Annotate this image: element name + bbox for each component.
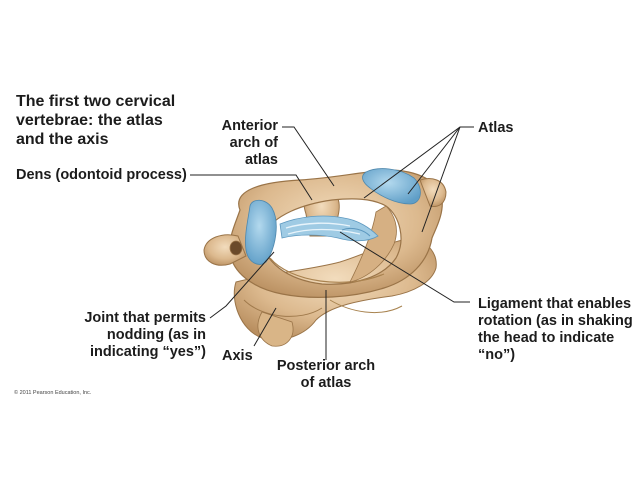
transverse-ligament [279, 215, 379, 242]
ligament-label: Ligament that enables rotation (as in sh… [478, 296, 633, 363]
joint-nodding-leader [209, 251, 275, 319]
copyright-text: © 2011 Pearson Education, Inc. [14, 390, 92, 396]
ligament-leader [339, 231, 470, 303]
atlas-vertebra [203, 169, 447, 298]
diagram-title: The first two cervical vertebrae: the at… [16, 93, 176, 148]
leader-lines [190, 126, 474, 360]
anterior-arch-leader [282, 126, 335, 187]
atlas-leader-3 [407, 126, 461, 195]
dens-leader [190, 174, 313, 201]
axis-leader [253, 307, 277, 347]
dens-label: Dens (odontoid process) [16, 167, 187, 183]
posterior-arch-label: Posterior arch of atlas [276, 358, 376, 391]
axis-label: Axis [222, 348, 253, 364]
atlas-leader-2 [421, 126, 461, 233]
atlas-label: Atlas [478, 120, 514, 136]
articular-facets [245, 168, 421, 265]
joint-nodding-label: Joint that permits nodding (as in indica… [84, 310, 206, 360]
anterior-arch-label: Anterior arch of atlas [221, 118, 278, 168]
